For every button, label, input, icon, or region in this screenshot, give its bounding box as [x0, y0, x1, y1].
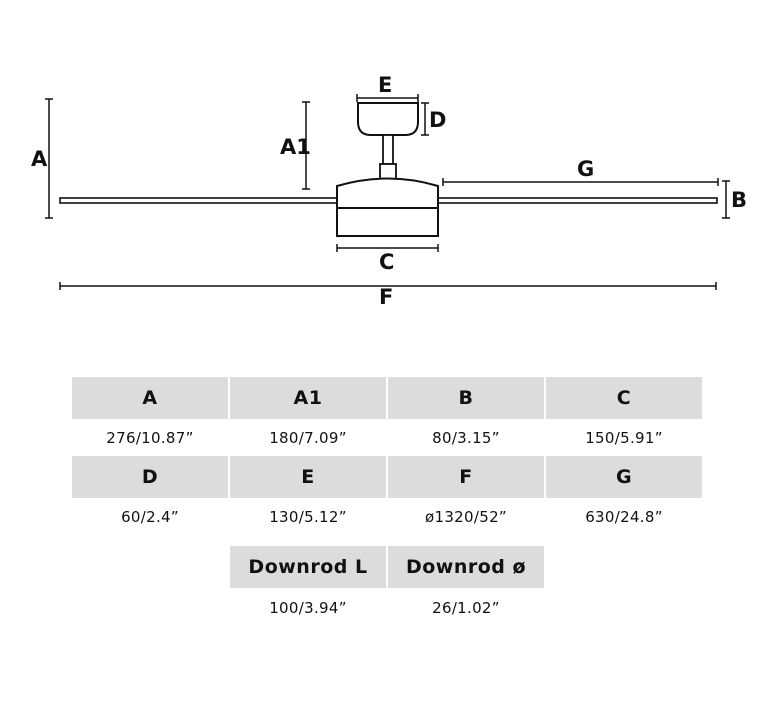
table-header-a1: A1 [230, 377, 386, 419]
table-value-b: 80/3.15” [432, 429, 500, 447]
table-header-downrod-diameter: Downrod ø [388, 546, 544, 588]
table-value-e: 130/5.12” [269, 508, 347, 526]
table-value-a1: 180/7.09” [269, 429, 347, 447]
table-header-downrod-length: Downrod L [230, 546, 386, 588]
dimension-a-line [45, 98, 53, 219]
dimension-f-line [59, 282, 717, 290]
table-header-g: G [546, 456, 702, 498]
dimension-g-line [442, 178, 719, 186]
table-value-g: 630/24.8” [585, 508, 663, 526]
fan-coupler [379, 163, 397, 180]
label-a1: A1 [280, 135, 311, 159]
dimension-c-line [336, 244, 439, 252]
fan-motor-bottom [336, 207, 439, 237]
label-b: B [731, 188, 747, 212]
fan-canopy [357, 102, 419, 136]
fan-motor-top [336, 177, 439, 209]
table-header-c: C [546, 377, 702, 419]
label-e: E [378, 73, 392, 97]
label-g: G [577, 157, 594, 181]
table-header-a: A [72, 377, 228, 419]
dimension-a1-line [302, 101, 310, 190]
label-c: C [379, 250, 394, 274]
table-value-d: 60/2.4” [121, 508, 179, 526]
table-value-downrod-diameter: 26/1.02” [432, 599, 500, 617]
table-header-b: B [388, 377, 544, 419]
table-value-downrod-length: 100/3.94” [269, 599, 347, 617]
label-a: A [31, 147, 48, 171]
table-value-a: 276/10.87” [106, 429, 194, 447]
dimension-e-line [356, 94, 419, 102]
table-header-e: E [230, 456, 386, 498]
table-value-f: ø1320/52” [425, 508, 507, 526]
ceiling-fan-dimension-diagram: A A1 E D G B C F [31, 73, 747, 309]
dimension-d-line [421, 102, 429, 136]
table-header-f: F [388, 456, 544, 498]
table-value-c: 150/5.91” [585, 429, 663, 447]
fan-blade-left [59, 197, 339, 204]
fan-blade-right [436, 197, 718, 204]
ceiling-fan-drawing [59, 102, 718, 237]
dimension-b-line [722, 180, 730, 219]
label-d: D [429, 108, 446, 132]
table-header-d: D [72, 456, 228, 498]
label-f: F [379, 285, 393, 309]
fan-downrod [382, 134, 394, 165]
